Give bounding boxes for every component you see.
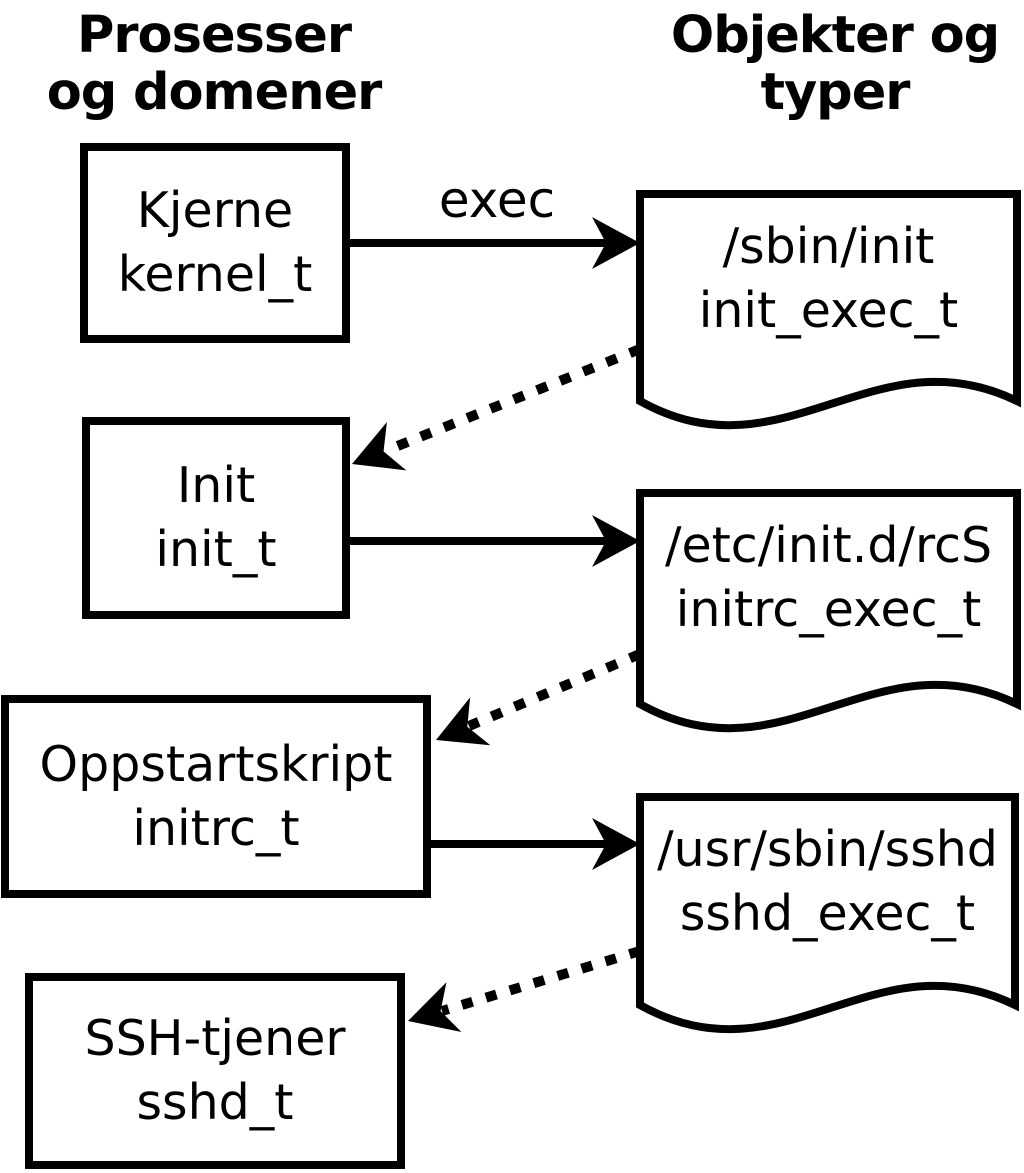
object-path: /usr/sbin/sshd — [657, 821, 998, 878]
process-domain: kernel_t — [117, 246, 313, 303]
exec-arrow-init-to-rcS — [346, 515, 640, 567]
header-line: Objekter og — [670, 6, 1000, 65]
object-text-init-exec: /sbin/init init_exec_t — [640, 196, 1017, 362]
arrow-head — [592, 217, 640, 269]
arrow-head — [592, 818, 640, 870]
process-label: Oppstartskript — [39, 735, 393, 793]
column-header-objects: Objekter og typer — [635, 7, 1024, 121]
dotted-arrow-line — [440, 946, 642, 1016]
process-box-kernel: Kjerne kernel_t — [80, 143, 350, 343]
object-type: sshd_exec_t — [679, 885, 976, 942]
arrow-head — [408, 982, 462, 1033]
object-path: /sbin/init — [722, 218, 935, 275]
process-domain: sshd_t — [136, 1074, 294, 1131]
object-type: init_exec_t — [698, 282, 959, 339]
arrow-head — [436, 697, 491, 746]
process-box-initrc: Oppstartskript initrc_t — [1, 695, 431, 898]
process-box-sshd: SSH-tjener sshd_t — [25, 973, 405, 1169]
object-path: /etc/init.d/rcS — [664, 517, 993, 574]
document-shape-initrc-exec — [636, 489, 1021, 733]
object-type: initrc_exec_t — [675, 581, 982, 638]
header-line: og domener — [46, 63, 383, 122]
process-domain: initrc_t — [132, 799, 300, 857]
process-label: SSH-tjener — [84, 1010, 346, 1067]
object-text-initrc-exec: /etc/init.d/rcS initrc_exec_t — [640, 495, 1017, 661]
process-label: Kjerne — [136, 182, 294, 239]
header-line: Prosesser — [77, 6, 352, 65]
exec-arrow-initrc-to-sshd — [427, 818, 640, 870]
process-domain: init_t — [155, 521, 277, 578]
transition-arrow-init-exec-to-init — [352, 344, 642, 471]
process-box-init: Init init_t — [82, 417, 350, 619]
dotted-arrow-line — [383, 344, 642, 456]
document-shape-init-exec — [636, 190, 1021, 430]
process-label: Init — [176, 457, 256, 514]
transition-arrow-sshd-exec-to-sshd — [408, 946, 642, 1033]
exec-arrow-label: exec — [438, 171, 556, 229]
arrow-head — [352, 422, 407, 471]
exec-arrow-kernel-to-init — [346, 217, 640, 269]
dotted-arrow-line — [467, 649, 642, 731]
header-line: typer — [760, 63, 911, 122]
arrow-head — [592, 515, 640, 567]
column-header-processes: Prosesser og domener — [14, 7, 414, 121]
transition-arrow-initrc-exec-to-initrc — [436, 649, 642, 746]
object-text-sshd-exec: /usr/sbin/sshd sshd_exec_t — [640, 799, 1015, 965]
document-shape-sshd-exec — [636, 793, 1019, 1034]
